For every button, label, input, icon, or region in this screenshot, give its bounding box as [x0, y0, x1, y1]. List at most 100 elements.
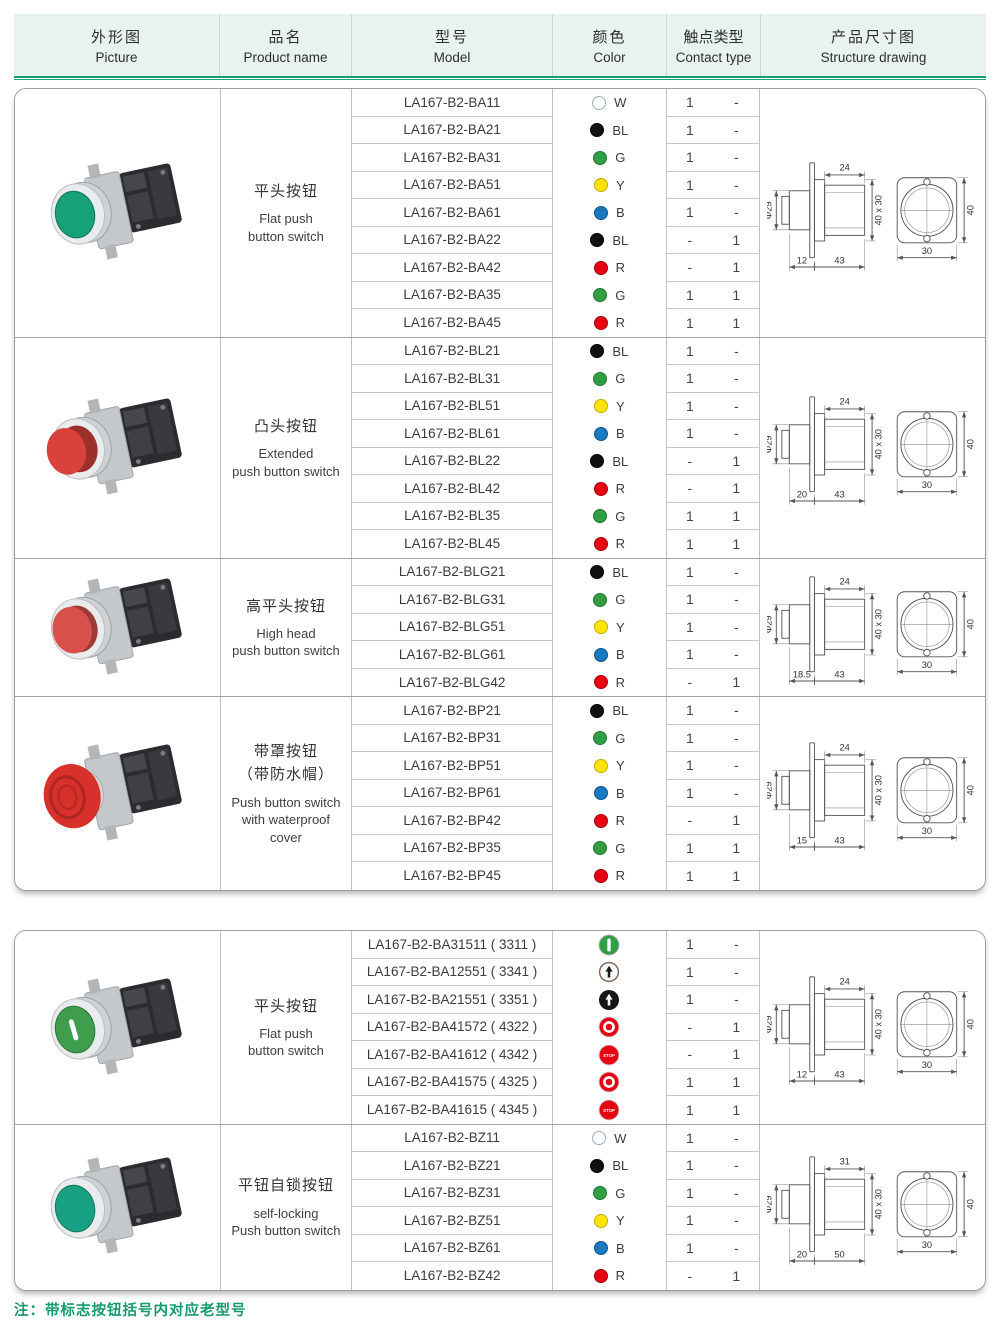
color-dot-icon — [590, 454, 605, 469]
color-cell: W — [592, 89, 626, 117]
product-photo — [43, 744, 182, 841]
contact-nc-value: 1 — [732, 1101, 741, 1118]
contact-cell: 1- — [666, 586, 760, 614]
contact-nc-value: 1 — [732, 1046, 741, 1063]
model-cell: LA167-B2-BLG21 — [352, 559, 552, 586]
contact-no-value: 1 — [685, 963, 694, 980]
product-photo — [51, 578, 182, 675]
svg-text:40: 40 — [965, 440, 975, 450]
color-cell: STOP — [598, 1096, 620, 1124]
color-code: G — [615, 371, 626, 387]
header-col-color: 颜色 Color — [553, 14, 667, 76]
contact-no-value: 1 — [685, 1129, 694, 1146]
color-code: Y — [615, 619, 625, 635]
contact-nc-value: - — [733, 149, 739, 166]
color-cell: G — [593, 282, 625, 310]
contact-cell: 1- — [666, 365, 760, 393]
button-head — [46, 416, 112, 480]
contact-nc-value: - — [733, 370, 739, 387]
color-cell — [598, 959, 620, 987]
contact-no-value: 1 — [685, 646, 694, 663]
contact-cell: -1 — [666, 254, 760, 282]
svg-text:40: 40 — [965, 1199, 975, 1209]
contact-cell: 1- — [666, 725, 760, 752]
color-cell: B — [593, 780, 625, 808]
color-dot-icon — [593, 841, 608, 856]
model-cell: LA167-B2-BL42 — [352, 475, 552, 503]
product-name-en: self-locking Push button switch — [231, 1205, 341, 1239]
svg-text:STOP: STOP — [603, 1108, 615, 1113]
color-code: BL — [612, 1158, 629, 1174]
color-dot-icon — [593, 288, 608, 303]
svg-text:30: 30 — [922, 1240, 932, 1250]
color-code: R — [615, 260, 625, 276]
contact-no-value: - — [687, 674, 693, 691]
model-cell: LA167-B2-BA22 — [352, 227, 552, 254]
contact-nc-value: - — [733, 784, 739, 801]
picture-cell — [15, 1124, 221, 1290]
contact-no-value: 1 — [685, 618, 694, 635]
contact-nc-value: - — [733, 1184, 739, 1201]
color-code: R — [615, 315, 625, 331]
color-code: BL — [612, 564, 629, 580]
contact-cell: 1- — [666, 931, 760, 959]
contact-cell: 1- — [666, 780, 760, 807]
contact-no-value: 1 — [685, 784, 694, 801]
svg-text:43: 43 — [834, 1069, 844, 1079]
model-cell: LA167-B2-BA21551 ( 3351 ) — [352, 986, 552, 1014]
color-cell — [598, 1069, 620, 1097]
contact-cell: 1- — [666, 393, 760, 420]
button-head — [51, 596, 112, 660]
color-cell: Y — [593, 614, 625, 642]
color-dot-icon — [590, 1158, 605, 1173]
svg-text:Φ29: Φ29 — [767, 782, 774, 800]
contact-nc-value: 1 — [732, 231, 741, 248]
contact-block — [119, 578, 182, 648]
header-col-structure-drawing: 产品尺寸图 Structure drawing — [761, 14, 986, 76]
contact-cell: 1- — [666, 199, 760, 227]
contact-cell: -1 — [667, 669, 760, 697]
svg-text:Φ29: Φ29 — [767, 1195, 774, 1213]
arrow-outline-symbol-icon — [599, 962, 620, 983]
contact-no-value: 1 — [685, 563, 694, 580]
contact-no-value: 1 — [685, 1157, 694, 1174]
contact-no-value: 1 — [685, 1184, 694, 1201]
color-code: B — [615, 647, 625, 663]
contact-cell: -1 — [666, 1014, 760, 1041]
svg-text:40: 40 — [965, 785, 975, 795]
contact-no-value: - — [687, 812, 693, 829]
contact-no-value: 1 — [685, 507, 694, 524]
model-cell: LA167-B2-BZ31 — [352, 1180, 552, 1207]
stop-symbol-icon: STOP — [598, 1044, 620, 1066]
color-dot-icon — [593, 1241, 608, 1256]
contact-no-value: 1 — [685, 176, 694, 193]
contact-no-value: 1 — [685, 757, 694, 774]
model-cell: LA167-B2-BA11 — [352, 89, 552, 117]
header-col-contact-type: 触点类型 Contact type — [667, 14, 761, 76]
color-code: B — [615, 1240, 625, 1256]
svg-text:40 x 30: 40 x 30 — [873, 195, 883, 225]
color-code: B — [615, 205, 625, 221]
header-product-name-cn: 品名 — [268, 28, 303, 46]
contact-nc-value: 1 — [732, 314, 741, 331]
model-cell: LA167-B2-BZ42 — [403, 1268, 501, 1284]
contact-cell: 1- — [666, 959, 760, 986]
model-cell: LA167-B2-BA31 — [352, 144, 552, 172]
svg-text:STOP: STOP — [603, 1053, 615, 1058]
contact-nc-value: 1 — [732, 812, 741, 829]
contact-block — [119, 1157, 182, 1227]
color-dot-icon — [590, 565, 605, 580]
color-dot-icon — [593, 675, 608, 690]
color-code: G — [615, 592, 626, 608]
contact-no-value: 1 — [685, 342, 694, 359]
color-code: G — [615, 840, 626, 856]
